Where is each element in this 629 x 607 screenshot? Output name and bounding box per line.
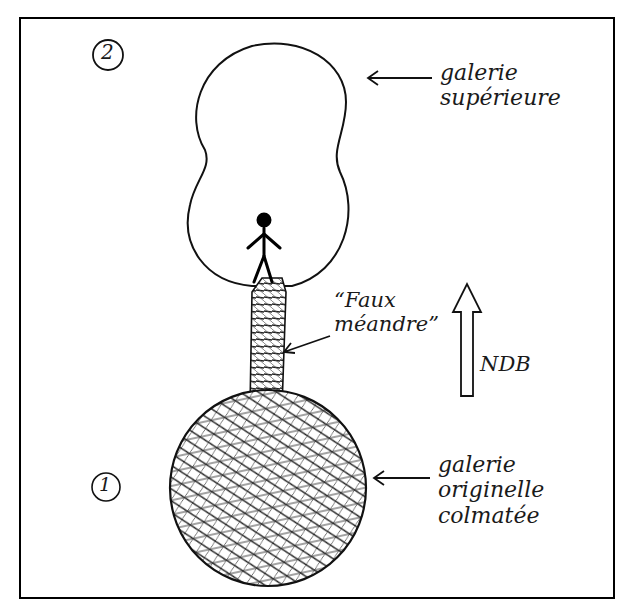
part-label: “Faux méandre” <box>334 288 446 336</box>
callout-number: 1 <box>99 474 115 496</box>
callout-number: 2 <box>101 41 117 64</box>
leader-arrows <box>284 71 432 485</box>
callout-circle <box>92 473 120 501</box>
false-meander <box>250 278 286 408</box>
part-label: galerie originelle colmatée <box>438 452 578 528</box>
person-figure <box>248 214 280 282</box>
orientation-label: NDB <box>480 352 560 376</box>
upper-gallery <box>188 44 349 286</box>
north-arrow <box>453 284 481 396</box>
frame <box>20 18 614 598</box>
filled-gallery <box>170 390 366 586</box>
callout-circle <box>93 40 123 70</box>
part-label: galerie supérieure <box>440 60 590 111</box>
